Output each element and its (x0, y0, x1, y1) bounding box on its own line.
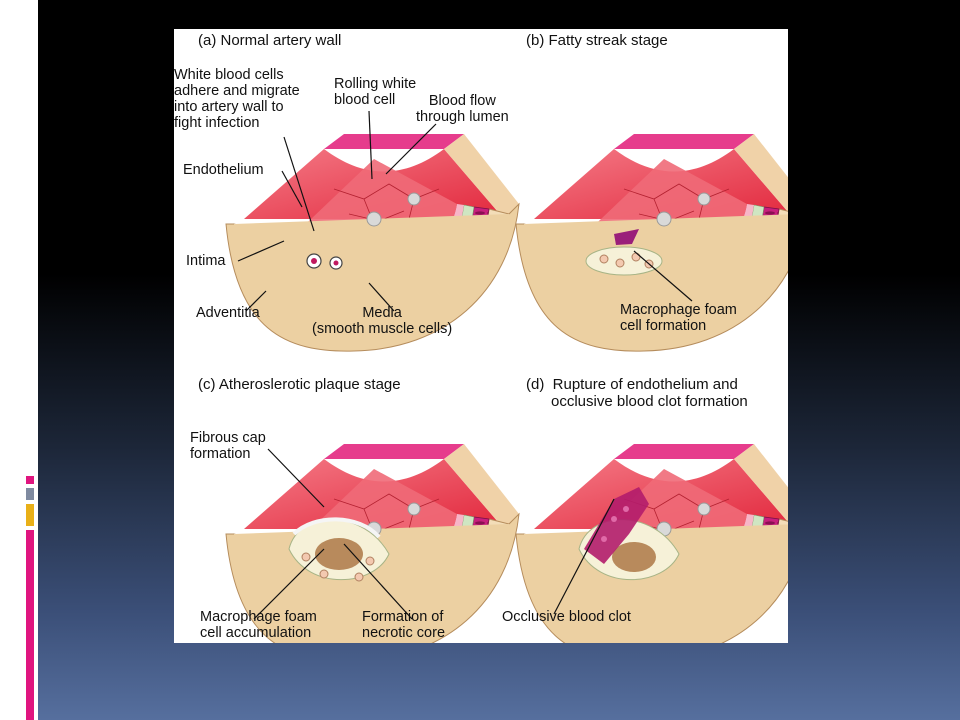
label-necrotic-core: Formation of necrotic core (362, 609, 446, 641)
atherosclerosis-figure: (a) Normal artery wall (b) Fatty streak … (174, 29, 788, 643)
label-media: Media (smooth muscle cells) (312, 305, 453, 337)
deco-square-magenta (26, 476, 34, 484)
label-occlusive-blood-clot: Occlusive blood clot (502, 609, 631, 625)
label-adventitia: Adventitia (196, 305, 260, 321)
panel-b-title: (b) Fatty streak stage (526, 32, 668, 49)
artery-panel-c (225, 443, 520, 643)
deco-bar-gold (26, 504, 34, 526)
panel-d-title: (d) Rupture of endothelium and occlusive… (526, 376, 748, 410)
label-macrophage-foam-cell-accumulation: Macrophage foam cell accumulation (200, 609, 317, 641)
panel-a-title: (a) Normal artery wall (198, 32, 342, 49)
label-blood-flow: Blood flow through lumen (416, 93, 509, 125)
label-endothelium: Endothelium (183, 162, 264, 178)
label-white-blood-cells: White blood cells adhere and migrate int… (174, 67, 300, 131)
label-rolling-white-blood-cell: Rolling white blood cell (334, 76, 417, 108)
deco-square-gray (26, 488, 34, 500)
artery-illustrations (225, 110, 788, 643)
leader-lines (237, 110, 693, 620)
artery-panel-a (225, 133, 520, 352)
deco-bar-magenta (26, 530, 34, 720)
label-fibrous-cap: Fibrous cap formation (190, 430, 266, 462)
label-intima: Intima (186, 253, 226, 269)
artery-panel-d (515, 443, 788, 643)
label-macrophage-foam-cell-formation: Macrophage foam cell formation (620, 302, 737, 334)
panel-c-title: (c) Atheroslerotic plaque stage (198, 376, 401, 393)
artery-panel-b (515, 133, 788, 352)
